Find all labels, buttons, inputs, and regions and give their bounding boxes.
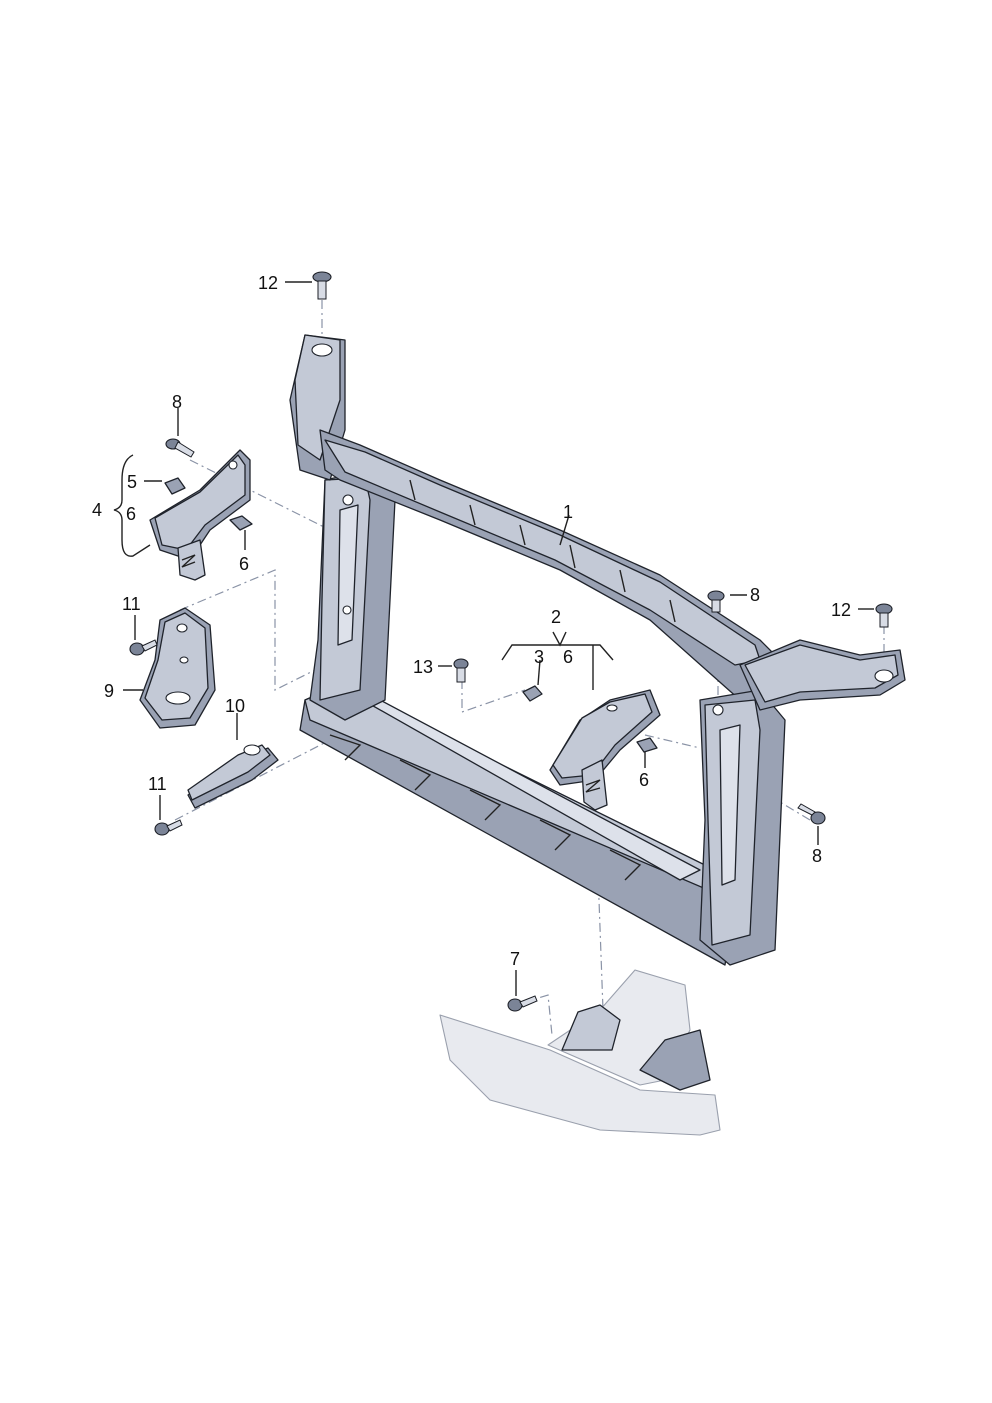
callout-4: 4 [92,500,102,520]
bolt-8-left [165,438,195,458]
callout-11-lower: 11 [148,774,167,794]
left-bracket-assembly [149,449,253,581]
callout-12-top: 12 [258,273,278,293]
callout-5: 5 [127,472,137,492]
callout-2: 2 [551,607,561,627]
callout-9: 9 [104,681,114,701]
callout-10: 10 [225,696,245,716]
bolt-11-upper [129,639,158,656]
callout-8-right-side: 8 [812,846,822,866]
callout-3: 3 [534,647,544,667]
latch-pin-10 [187,744,279,809]
front-end-carrier-frame [289,334,906,966]
air-guide-deflector [439,969,721,1136]
lower-member-ribs [329,734,642,881]
leader-lines [113,281,874,996]
callout-6-left: 6 [239,554,249,574]
bolt-12-right [875,603,893,628]
callout-1: 1 [563,502,573,522]
bolt-11-lower [154,819,183,836]
upper-beam-ribs [409,479,676,623]
hinge-bracket-9 [139,607,216,729]
callout-8-left: 8 [172,392,182,412]
callout-7: 7 [510,949,520,969]
center-bracket-assembly [522,685,661,811]
bolt-12-top [312,271,332,300]
callout-labels: 1 2 3 4 5 6 6 6 6 7 8 8 8 9 10 11 11 12 … [92,273,851,969]
callout-13: 13 [413,657,433,677]
callout-6-center: 6 [639,770,649,790]
bolt-7 [507,995,538,1012]
callout-11-upper: 11 [122,594,141,614]
callout-12-right: 12 [831,600,851,620]
callout-6-center-top: 6 [563,647,573,667]
clip-nut-5 [164,477,186,495]
callout-8-right-top: 8 [750,585,760,605]
bolt-8-right-top [707,590,725,613]
callout-6-brace: 6 [126,504,136,524]
bolt-8-right-side [797,803,826,825]
bolt-13 [453,658,469,683]
